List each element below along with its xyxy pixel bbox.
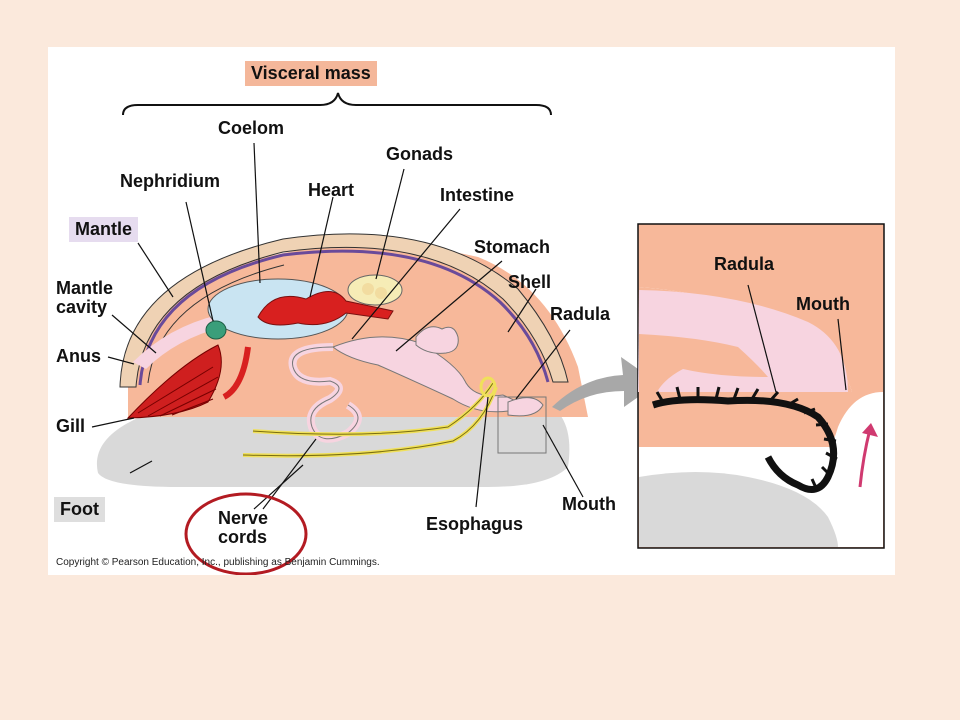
gill-shape bbox=[126, 344, 222, 419]
mantle-cavity-label: Mantle cavity bbox=[56, 278, 114, 317]
copyright-notice: Copyright © Pearson Education, Inc., pub… bbox=[56, 557, 380, 568]
stomach-label: Stomach bbox=[474, 237, 551, 257]
gonads-shape bbox=[347, 274, 403, 306]
mouth-label: Mouth bbox=[562, 494, 616, 514]
radula-inset-panel bbox=[637, 223, 885, 549]
nerve-cords-highlight-circle bbox=[184, 492, 308, 575]
inset-mouth-label: Mouth bbox=[796, 294, 850, 314]
coelom-label: Coelom bbox=[218, 118, 285, 138]
mantle-label: Mantle bbox=[69, 217, 139, 242]
inset-radula-ribbon bbox=[651, 396, 838, 493]
heart-label: Heart bbox=[308, 180, 355, 200]
nephridium-label: Nephridium bbox=[120, 171, 221, 191]
gill-label: Gill bbox=[56, 416, 86, 436]
esophagus-label: Esophagus bbox=[426, 514, 524, 534]
foot-shape bbox=[96, 399, 570, 487]
mollusc-diagram-svg bbox=[91, 92, 885, 575]
inset-radula-label: Radula bbox=[714, 254, 775, 274]
nerve-cords-label: Nerve cords bbox=[218, 508, 269, 547]
radula-label: Radula bbox=[550, 304, 611, 324]
mollusc-body-plan-figure: Visceral mass Coelom Gonads Nephridium H… bbox=[48, 47, 895, 575]
gonads-label: Gonads bbox=[386, 144, 454, 164]
shell-label: Shell bbox=[508, 272, 552, 292]
visceral-mass-label: Visceral mass bbox=[245, 61, 377, 86]
heart-shape bbox=[257, 291, 394, 326]
visceral-mass-bracket bbox=[122, 92, 552, 116]
mantle-line bbox=[138, 249, 550, 386]
nephridium-shape bbox=[205, 320, 227, 340]
anus-label: Anus bbox=[56, 346, 101, 366]
intestine-label: Intestine bbox=[440, 185, 515, 205]
inset-arrow bbox=[552, 357, 658, 411]
radula-inset-indicator-box bbox=[497, 396, 547, 454]
foot-label: Foot bbox=[54, 497, 105, 522]
